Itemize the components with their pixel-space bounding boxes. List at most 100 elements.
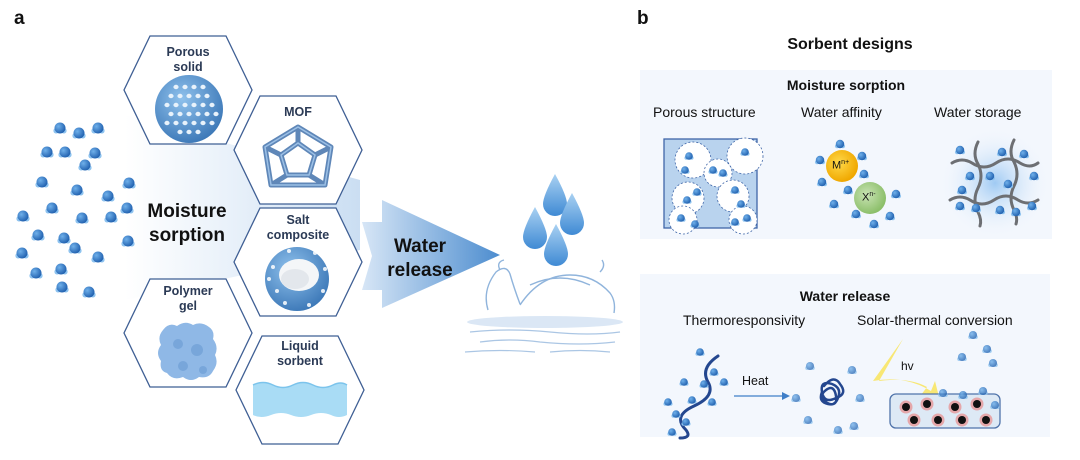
pore-hole [164, 102, 170, 108]
water-molecule-icon [803, 416, 813, 424]
water-affinity-label: Water affinity [801, 104, 882, 120]
water-molecule-icon [858, 169, 870, 179]
water-molecule-icon [990, 401, 1000, 409]
water-molecule-icon [15, 247, 29, 259]
water-drop-icon [543, 174, 567, 216]
pore-hole [191, 84, 197, 90]
water-molecule-cloud [15, 122, 136, 298]
water-release-box: Water release Thermoresponsivity Solar-t… [640, 274, 1050, 440]
water-release-line2: release [387, 260, 453, 281]
pore-hole [173, 102, 179, 108]
water-release-label: Water release [375, 235, 465, 283]
water-molecule-icon [988, 359, 998, 367]
water-molecule-icon [120, 202, 134, 214]
heat-arrow [734, 392, 790, 400]
water-molecule-icon [699, 380, 709, 388]
water-molecule-icon [1002, 179, 1014, 189]
cation-label: Mn+ [832, 159, 849, 172]
water-molecule-icon [849, 422, 859, 430]
pore-hole [177, 93, 183, 99]
salt-sphere-icon [265, 247, 329, 311]
water-molecule-icon [730, 218, 740, 226]
hex-label-line1: Salt [286, 213, 310, 227]
water-molecule-icon [742, 214, 752, 222]
hv-label: hv [901, 359, 914, 373]
porous-structure-icon [663, 137, 764, 235]
water-molecule-icon [856, 151, 868, 161]
water-molecule-icon [1010, 207, 1022, 217]
water-molecule-icon [938, 389, 948, 397]
cation-icon [826, 150, 858, 182]
pore-hole [195, 111, 201, 117]
water-molecule-icon [847, 366, 857, 374]
water-molecule-icon [850, 209, 862, 219]
hexagon-outline [233, 95, 363, 205]
water-molecule-icon [709, 368, 719, 376]
water-molecule-icon [968, 331, 978, 339]
pore-hole [200, 84, 206, 90]
pore-hole [209, 120, 215, 126]
pore-hole [168, 93, 174, 99]
water-molecule-icon [40, 146, 54, 158]
water-molecule-icon [982, 345, 992, 353]
water-molecule-icon [964, 171, 976, 181]
hex-label-line1: Polymer [163, 284, 213, 298]
photothermal-particle [982, 416, 990, 424]
water-molecule-icon [970, 203, 982, 213]
water-molecule-icon [687, 396, 697, 404]
photothermal-particle [910, 416, 918, 424]
water-molecule-icon [816, 177, 828, 187]
photothermal-particle [958, 416, 966, 424]
water-molecule-icon [676, 214, 686, 222]
pore-hole [182, 102, 188, 108]
collapsed-polymer-coil-icon [791, 362, 865, 434]
panel-a-letter: a [14, 8, 25, 29]
water-molecule-icon [82, 286, 96, 298]
anion-charge: n- [869, 191, 876, 198]
heat-label: Heat [742, 374, 769, 388]
water-molecule-icon [984, 171, 996, 181]
panel-b-title: Sorbent designs [787, 36, 913, 53]
water-molecule-icon [29, 267, 43, 279]
water-molecule-icon [736, 200, 746, 208]
water-drop-icon [523, 207, 547, 249]
water-molecule-icon [16, 210, 30, 222]
water-affinity-icon [814, 139, 902, 229]
pore-hole [195, 129, 201, 135]
pore-hole [173, 84, 179, 90]
moisture-sorption-line1: Moisture [147, 201, 227, 222]
porous-structure-label: Porous structure [653, 104, 756, 120]
pore-hole [204, 111, 210, 117]
water-molecule-icon [88, 147, 102, 159]
water-molecule-icon [956, 185, 968, 195]
hex-porous-solid: Porous solid [123, 35, 253, 145]
cation-charge: n+ [841, 159, 850, 166]
water-molecule-icon [978, 387, 988, 395]
water-surface-icon [464, 316, 623, 353]
pore-hole [195, 93, 201, 99]
hex-label-line2: gel [178, 299, 198, 313]
extended-polymer-chain-icon [663, 348, 729, 440]
hex-mof: MOF [233, 95, 363, 205]
moisture-sorption-line2: sorption [149, 225, 225, 246]
water-molecule-icon [708, 166, 718, 174]
water-molecule-icon [1028, 171, 1040, 181]
water-molecule-icon [996, 147, 1008, 157]
moisture-sorption-box: Moisture sorption Porous structure Water… [640, 70, 1052, 239]
water-molecule-icon [884, 211, 896, 221]
water-molecule-icon [78, 159, 92, 171]
photothermal-particle [973, 400, 981, 408]
moisture-sorption-label: Moisture sorption [132, 200, 242, 248]
water-molecule-icon [1018, 149, 1030, 159]
water-molecule-icon [122, 177, 136, 189]
water-molecule-icon [68, 242, 82, 254]
water-molecule-icon [104, 211, 118, 223]
water-molecule-icon [954, 145, 966, 155]
solar-thermal-icon [873, 331, 1001, 429]
photothermal-particle [902, 403, 910, 411]
water-molecule-icon [91, 122, 105, 134]
water-molecule-icon [890, 189, 902, 199]
pore-hole [191, 120, 197, 126]
pore-hole [182, 120, 188, 126]
water-release-line1: Water [393, 236, 447, 257]
